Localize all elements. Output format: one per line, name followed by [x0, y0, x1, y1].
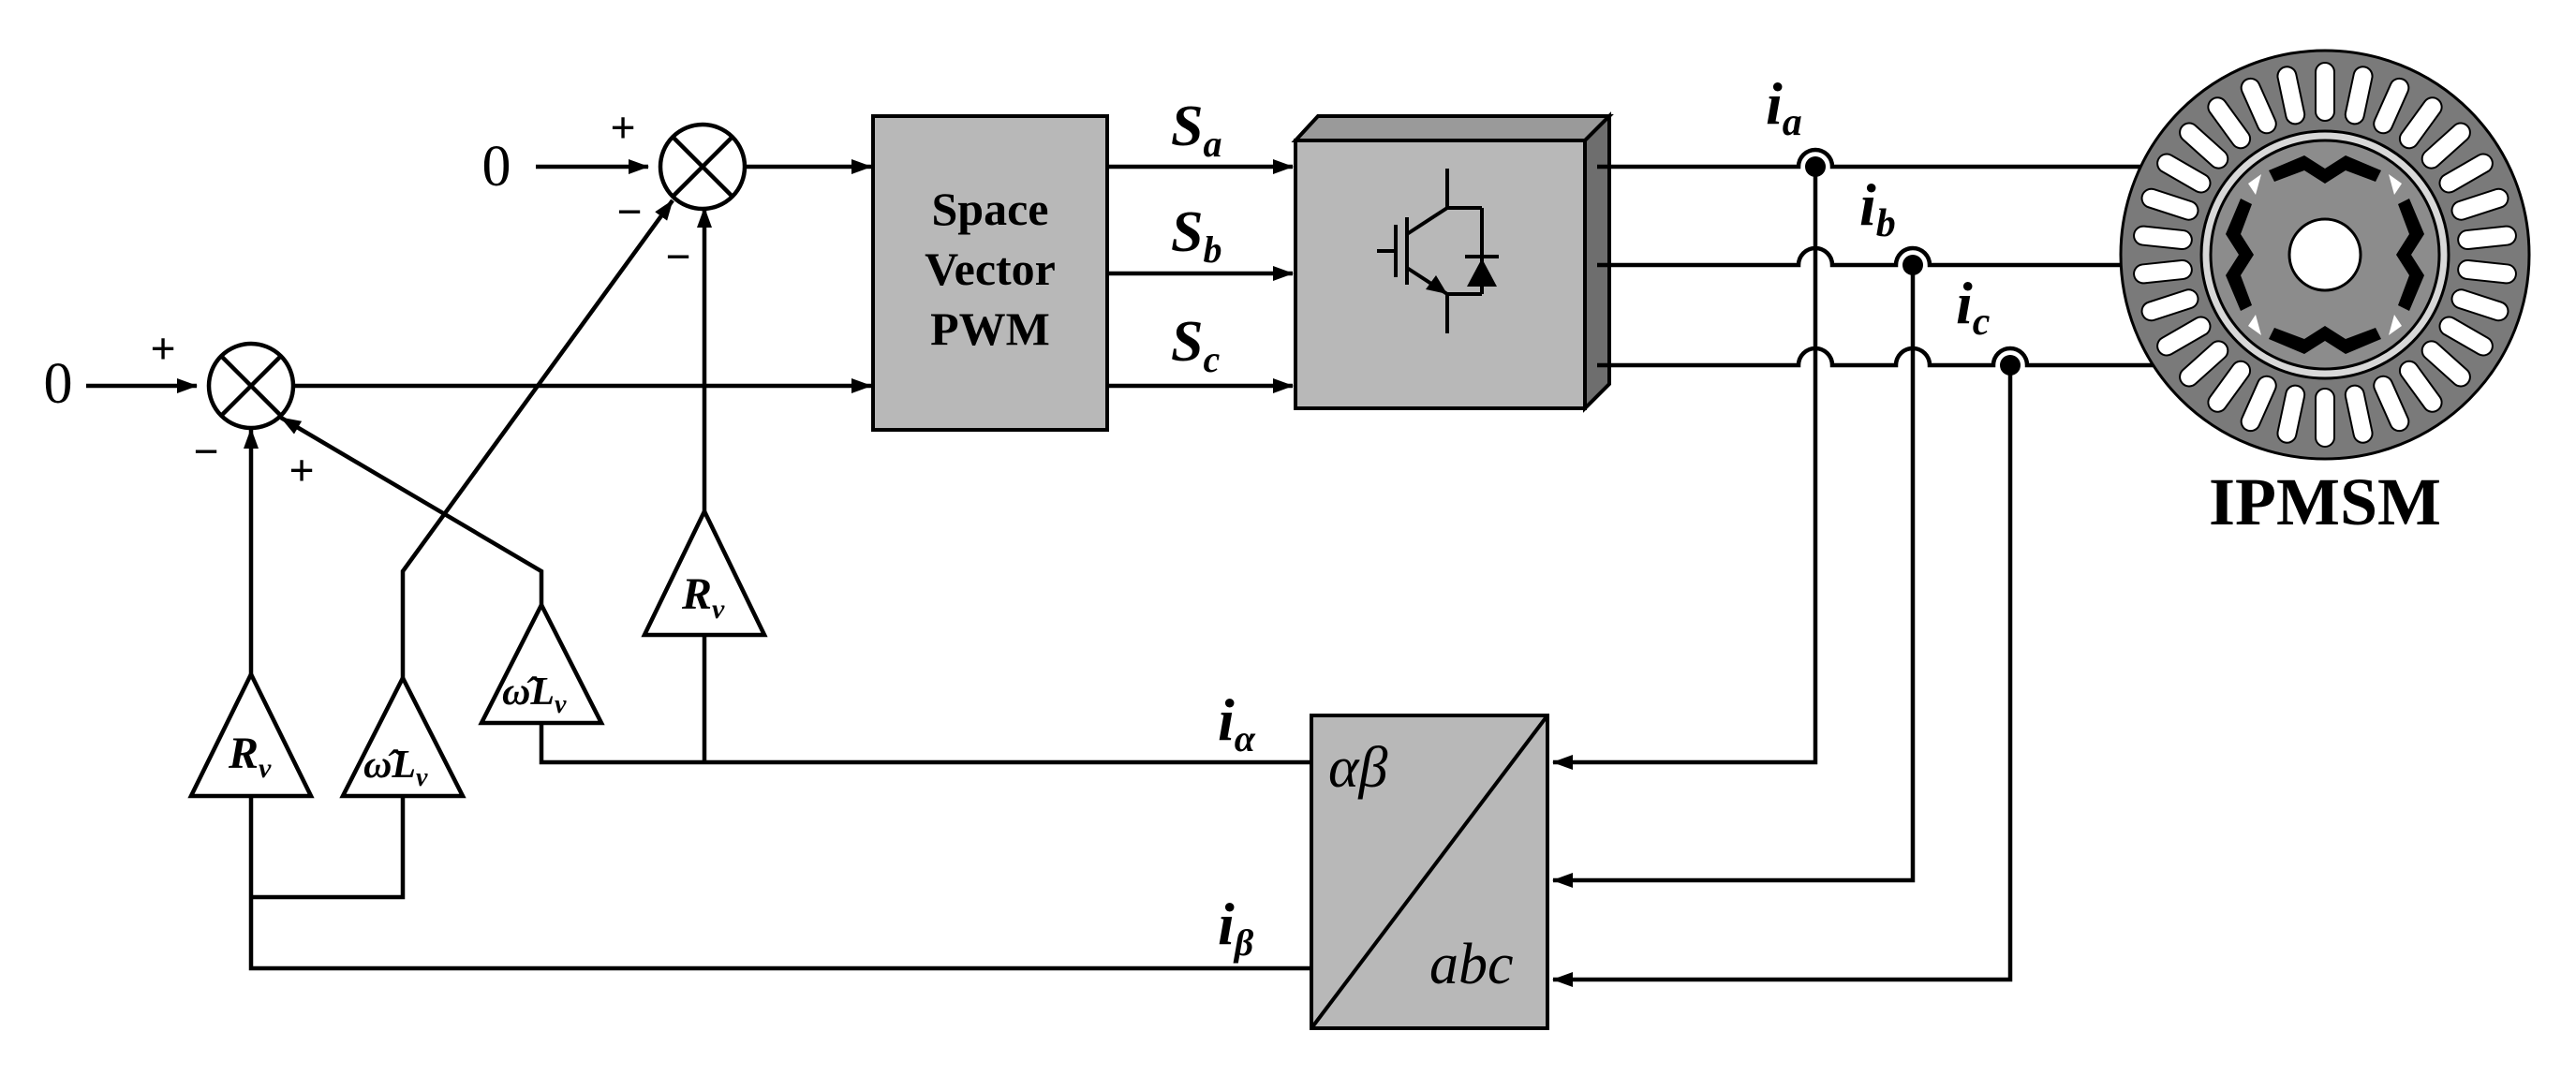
i-alpha-feedback-wire	[539, 723, 1311, 765]
ic-feedback-wire	[1552, 365, 2013, 987]
lower-reference-value: 0	[44, 352, 73, 416]
stator-slot	[2240, 77, 2277, 135]
stator-slot	[2276, 66, 2306, 125]
stator-slot	[2457, 225, 2517, 251]
stator-slot	[2156, 316, 2212, 357]
stator-slot	[2450, 187, 2509, 221]
i-beta-to-wl-wire	[251, 796, 406, 900]
ia-label: ia	[1766, 70, 1802, 144]
phase-b-line	[1597, 245, 2154, 268]
svpwm-label-line2: Vector	[925, 243, 1056, 295]
stator-slot	[2373, 375, 2410, 433]
transform-alphabeta-label: αβ	[1328, 736, 1388, 800]
upper-reference-value: 0	[482, 135, 511, 199]
svpwm-label-line3: PWM	[930, 302, 1050, 355]
stator-slot	[2207, 96, 2252, 150]
lower-sum-minus-sign: −	[193, 427, 218, 477]
upper-sum-plus-sign: +	[610, 103, 635, 153]
rv-upper-label: Rv	[681, 569, 725, 625]
stator-slot	[2276, 384, 2306, 444]
sb-label: Sb	[1171, 200, 1221, 271]
lower-sum-plus-right-sign: +	[289, 446, 314, 495]
wl-lower-label: ω̂Lv	[363, 744, 428, 792]
stator-slot	[2140, 187, 2199, 221]
ib-label: ib	[1859, 171, 1896, 245]
stator-slot	[2344, 384, 2374, 444]
stator-slot	[2315, 388, 2335, 448]
i-alpha-label: iα	[1218, 686, 1256, 759]
i-beta-label: iβ	[1218, 891, 1254, 964]
sa-label: Sa	[1171, 95, 1221, 165]
rv-lower-label: Rv	[228, 729, 272, 784]
stator-slot	[2344, 66, 2374, 125]
stator-slot	[2140, 288, 2199, 322]
upper-summing-junction	[658, 122, 748, 212]
lower-sum-plus-sign: +	[150, 324, 175, 374]
stator-slot	[2179, 122, 2229, 170]
stator-slot	[2450, 288, 2509, 322]
stator-slot	[2421, 340, 2471, 388]
wl-upper-output-wire	[279, 416, 544, 605]
sc-label: Sc	[1171, 310, 1220, 380]
stator-slot	[2457, 258, 2517, 285]
motor-label: IPMSM	[2209, 464, 2441, 539]
stator-slot	[2438, 153, 2494, 194]
ipmsm-motor-icon	[2119, 49, 2531, 461]
stator-slot	[2133, 225, 2193, 251]
rv-upper-gain	[641, 506, 768, 638]
rotor-magnets	[2226, 155, 2424, 354]
upper-sum-minus-left-sign: −	[616, 187, 642, 237]
stator-slot	[2315, 62, 2335, 122]
i-beta-feedback-wire	[248, 796, 1311, 971]
inverter-block	[1291, 111, 1614, 413]
stator-slot	[2398, 96, 2443, 150]
stator-slot	[2398, 360, 2443, 413]
ib-feedback-wire	[1552, 265, 1916, 888]
wl-upper-gain	[478, 600, 605, 726]
ic-label: ic	[1956, 270, 1991, 344]
stator-slots	[2133, 62, 2517, 448]
stator-slot	[2133, 258, 2193, 285]
stator-slot	[2438, 316, 2494, 357]
rv-lower-gain	[187, 669, 315, 799]
stator-slot	[2373, 77, 2410, 135]
transform-diagonal	[1310, 714, 1549, 1030]
igbt-diode-icon	[1377, 169, 1499, 333]
wl-lower-gain	[339, 673, 466, 799]
wl-upper-label: ω̂Lv	[502, 671, 567, 719]
stator-slot	[2207, 360, 2252, 413]
wl-lower-output-wire	[400, 199, 674, 678]
stator-slot	[2240, 375, 2277, 433]
ia-feedback-wire	[1552, 167, 1818, 770]
stator-slot	[2179, 340, 2229, 388]
phase-c-line	[1597, 346, 2154, 368]
transform-abc-label: abc	[1429, 933, 1514, 996]
upper-sum-minus-bottom-sign: −	[665, 232, 690, 282]
lower-summing-junction	[206, 341, 296, 431]
phase-a-line	[1597, 147, 2154, 170]
svpwm-label-line1: Space	[932, 183, 1049, 235]
stator-slot	[2156, 153, 2212, 194]
stator-slot	[2421, 122, 2471, 170]
